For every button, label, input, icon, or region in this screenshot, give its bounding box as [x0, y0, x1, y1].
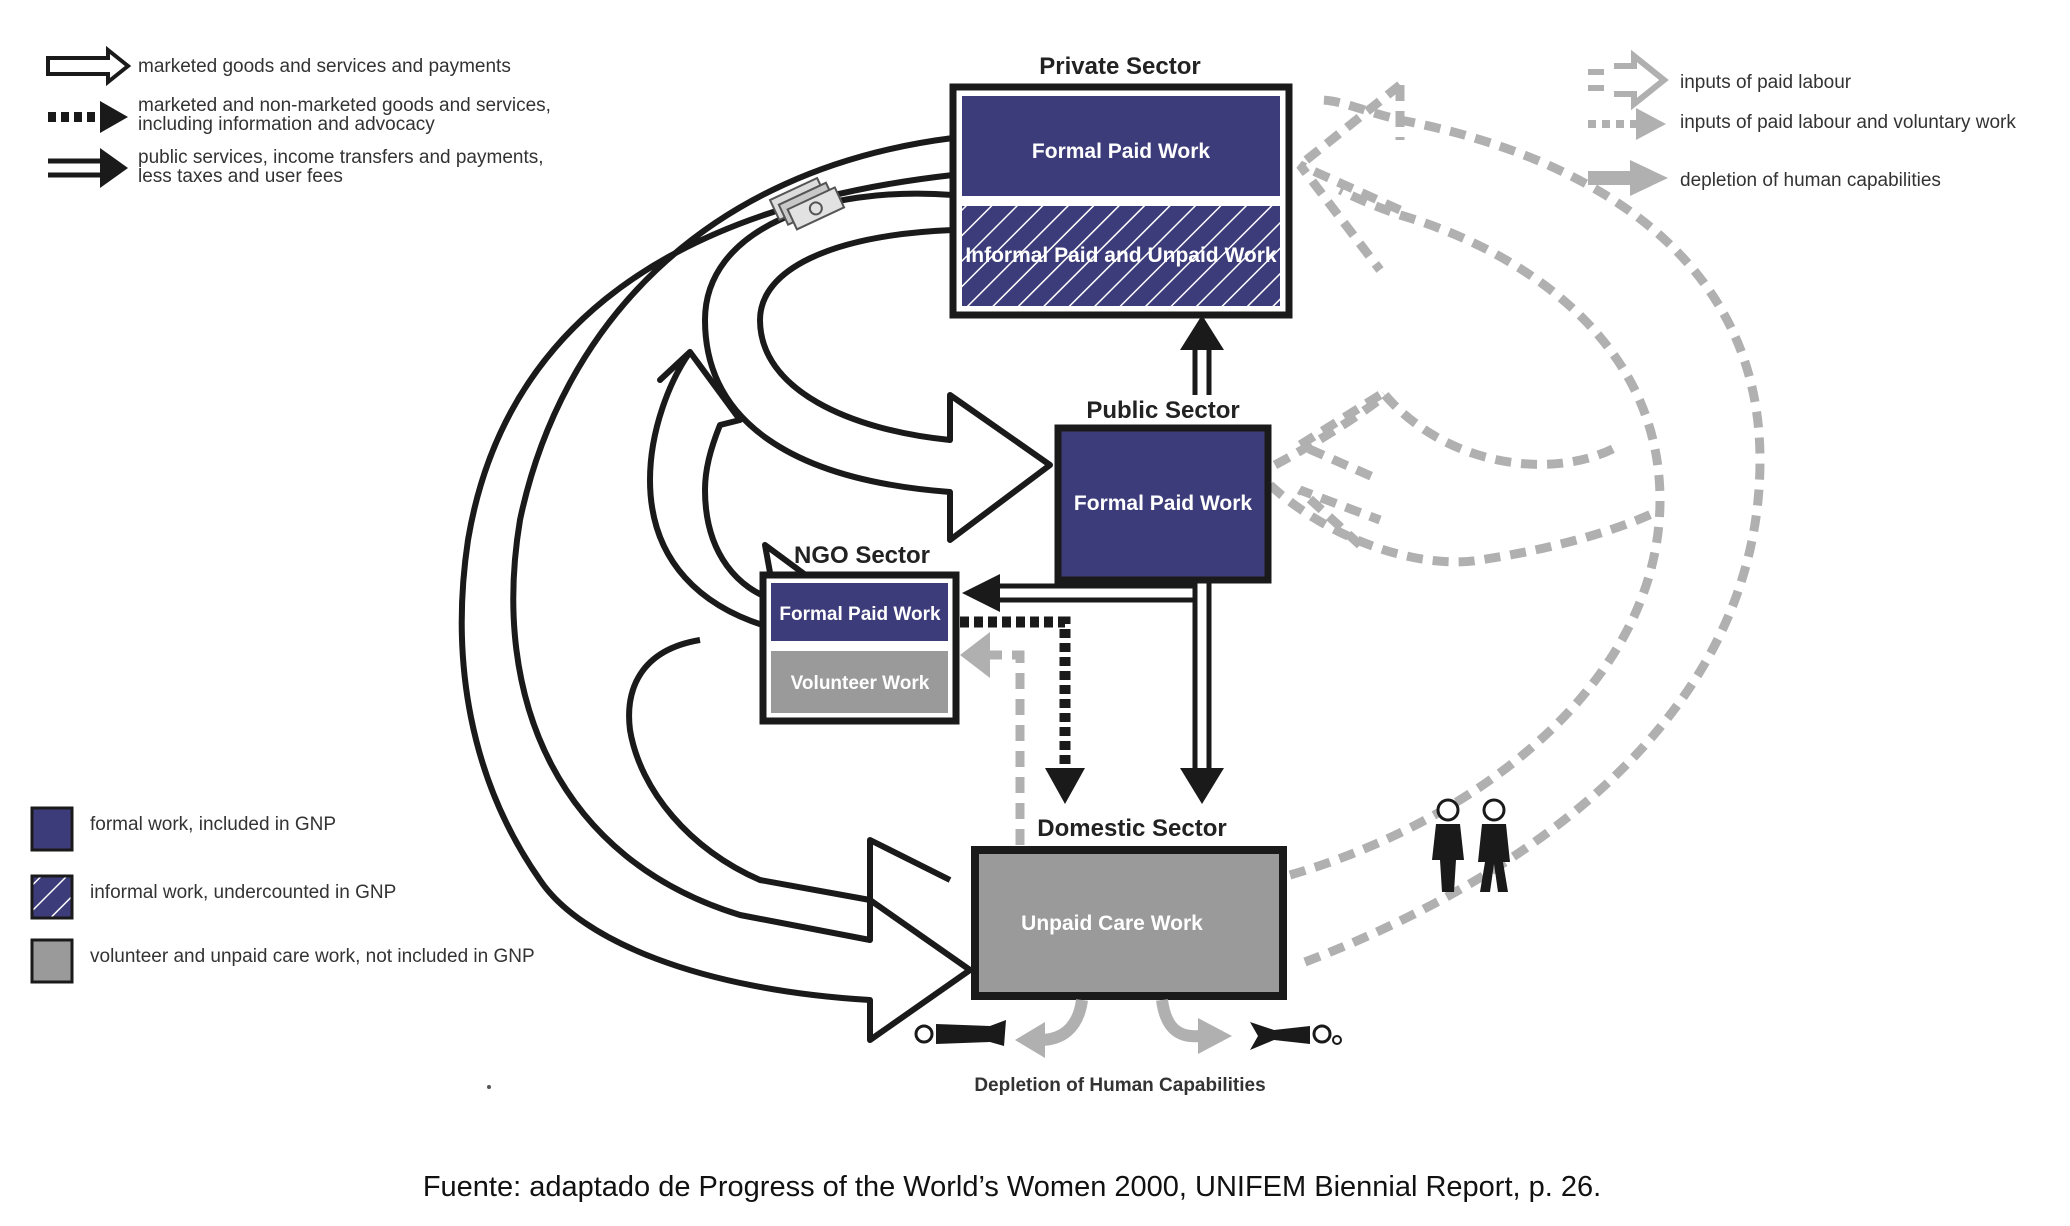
lying-figure-left-icon	[914, 1020, 1006, 1046]
double-line-arrow-icon	[48, 148, 128, 188]
figure-caption: Fuente: adaptado de Progress of the Worl…	[423, 1171, 1601, 1203]
depletion-flows	[1039, 998, 1201, 1046]
legend-public-services-line1: public services, income transfers and pa…	[138, 147, 544, 168]
domestic-to-ngo-dashed	[985, 650, 1025, 845]
legend-inputs-voluntary: inputs of paid labour and voluntary work	[1680, 112, 2016, 133]
arrow-down-to-domestic	[1180, 768, 1224, 804]
informal-swatch-icon	[30, 874, 74, 920]
mid-loop-to-private	[1288, 185, 1665, 880]
domestic-sector-box: Unpaid Care Work	[971, 846, 1287, 1000]
dotted-gray-arrow-icon	[1588, 108, 1666, 140]
to-public-1	[1272, 391, 1623, 469]
black-hollow-flows	[458, 135, 1053, 1043]
private-to-public-flow	[702, 190, 1053, 543]
mid-loop-head	[1296, 160, 1402, 273]
private-formal-label: Formal Paid Work	[1032, 140, 1210, 163]
private-informal-label: Informal Paid and Unpaid Work	[965, 244, 1276, 267]
depletion-label: Depletion of Human Capabilities	[974, 1075, 1265, 1096]
dotted-black-ngo-to-domestic	[960, 616, 1085, 804]
hollow-arrow-icon	[46, 45, 132, 87]
ngo-sector-box: Formal Paid Work Volunteer Work	[759, 571, 960, 725]
legend-depletion: depletion of human capabilities	[1680, 170, 1941, 191]
private-informal-area	[962, 206, 1280, 306]
ngo-volunteer-area	[771, 651, 948, 713]
unpaid-swatch-icon	[30, 938, 74, 984]
legend-nonmarketed-line2: including information and advocacy	[138, 114, 435, 135]
domestic-sector-title: Domestic Sector	[1037, 815, 1226, 842]
depletion-arrow-left	[1015, 1022, 1045, 1058]
domestic-unpaid-label: Unpaid Care Work	[1021, 912, 1203, 935]
gray-solid-arrow-icon	[1588, 160, 1668, 196]
legend-formal-work: formal work, included in GNP	[90, 814, 336, 835]
legend-unpaid-work: volunteer and unpaid care work, not incl…	[90, 946, 535, 967]
public-sector-title: Public Sector	[1086, 397, 1239, 424]
public-formal-label: Formal Paid Work	[1074, 492, 1252, 515]
legend-marketed-goods: marketed goods and services and payments	[138, 56, 511, 77]
ngo-formal-area	[771, 583, 948, 641]
private-formal-area	[962, 96, 1280, 196]
couple-icon	[1432, 798, 1510, 892]
arrow-up-to-private	[1180, 315, 1224, 350]
dotted-black-arrow-icon	[48, 101, 128, 133]
ngo-formal-label: Formal Paid Work	[779, 604, 941, 625]
ngo-volunteer-label: Volunteer Work	[791, 673, 930, 694]
ngo-sector-title: NGO Sector	[794, 542, 930, 569]
formal-swatch-icon	[30, 806, 74, 852]
double-arrow-heads	[962, 315, 1224, 804]
legend-top-right: inputs of paid labour inputs of paid lab…	[1588, 49, 2016, 196]
legend-bottom-left: formal work, included in GNP informal wo…	[30, 806, 535, 984]
stray-dot	[487, 1085, 491, 1089]
public-sector-box: Formal Paid Work	[1054, 424, 1272, 584]
outer-loop-head	[1297, 81, 1405, 169]
depletion-arrow-right	[1198, 1018, 1232, 1054]
private-to-domestic-flow	[458, 135, 973, 1043]
domestic-to-ngo-head	[960, 632, 990, 678]
private-sector-title: Private Sector	[1039, 53, 1200, 80]
legend-top-left: marketed goods and services and payments…	[46, 45, 551, 188]
lying-figure-right-icon	[1250, 1022, 1342, 1050]
public-head-bottom	[1296, 485, 1382, 549]
private-sector-box: Formal Paid Work Informal Paid and Unpai…	[949, 83, 1293, 319]
money-icon	[768, 176, 846, 231]
public-head-top	[1290, 391, 1383, 485]
legend-inputs-paid-labour: inputs of paid labour	[1680, 72, 1852, 93]
arrow-left-to-ngo	[962, 574, 1000, 612]
gray-dashed-flows	[985, 81, 1765, 967]
dashed-hollow-arrow-icon	[1588, 49, 1669, 111]
legend-nonmarketed-line1: marketed and non-marketed goods and serv…	[138, 95, 551, 116]
double-line-arrows	[995, 345, 1212, 770]
ngo-to-domestic-flow	[626, 637, 952, 903]
legend-public-services-line2: less taxes and user fees	[138, 166, 343, 187]
outer-loop-to-private	[1303, 95, 1765, 967]
legend-informal-work: informal work, undercounted in GNP	[90, 882, 396, 903]
